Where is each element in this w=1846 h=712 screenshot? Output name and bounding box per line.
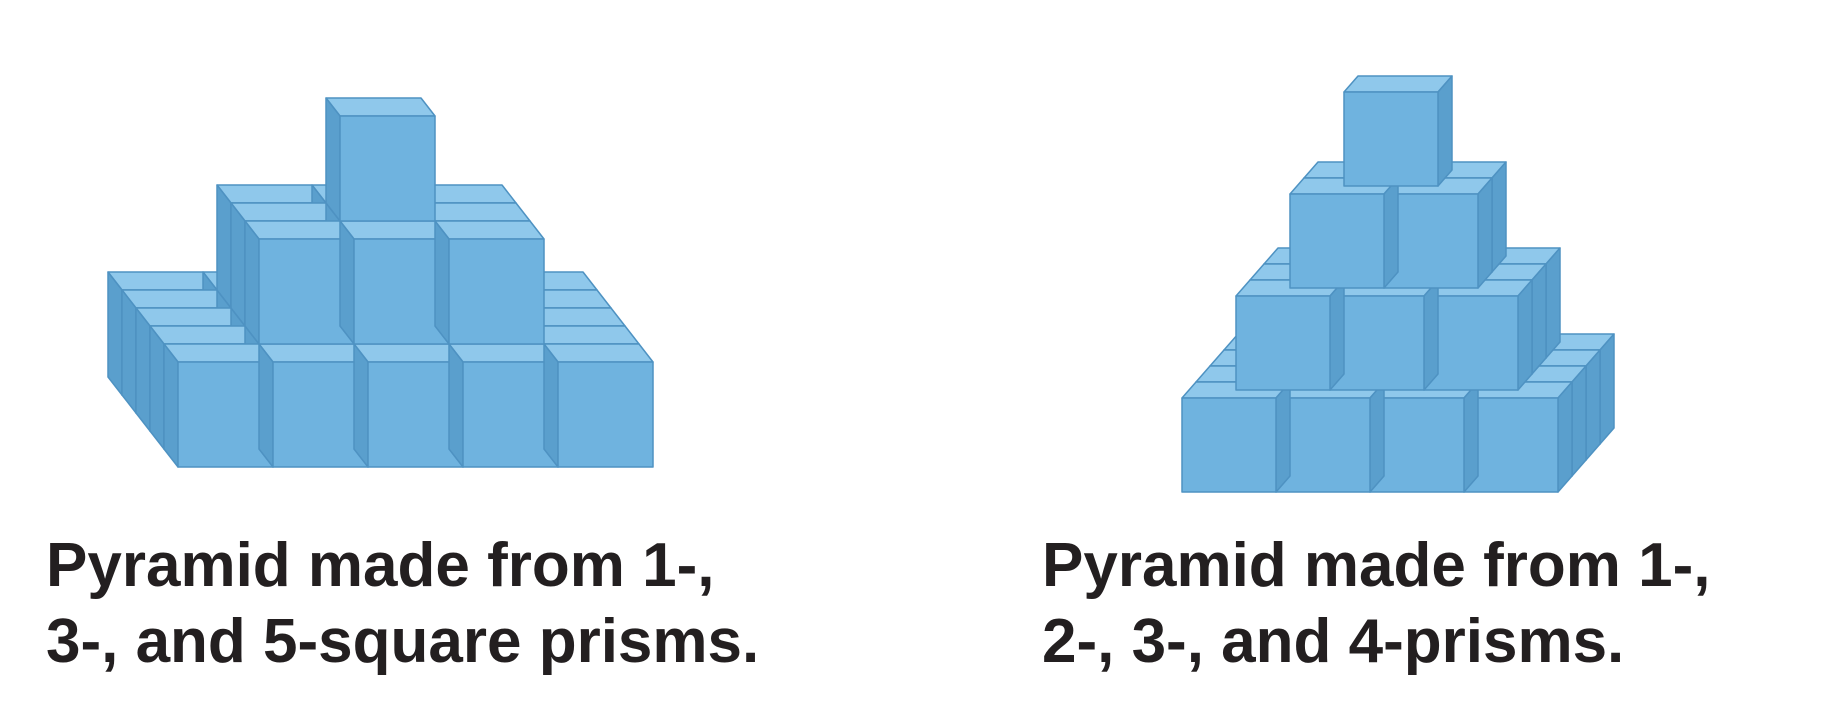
cube [163, 343, 274, 468]
pyramid-right-image [1181, 75, 1615, 493]
cube [244, 220, 355, 345]
cube [1289, 177, 1399, 289]
cube [1275, 381, 1385, 493]
cube [434, 220, 545, 345]
caption-left: Pyramid made from 1-, 3-, and 5-square p… [46, 528, 759, 680]
pyramid-left-image [107, 97, 654, 468]
cube [258, 343, 369, 468]
caption-right-line-2: 2-, 3-, and 4-prisms. [1042, 607, 1625, 676]
cube [1329, 279, 1439, 391]
cube [1463, 381, 1573, 493]
cube [353, 343, 464, 468]
cube [1383, 177, 1493, 289]
cube [1423, 279, 1533, 391]
caption-left-line-1: Pyramid made from 1-, [46, 531, 715, 600]
caption-right-line-1: Pyramid made from 1-, [1042, 531, 1711, 600]
caption-left-line-2: 3-, and 5-square prisms. [46, 607, 760, 676]
cube [448, 343, 559, 468]
cube [543, 343, 654, 468]
caption-right: Pyramid made from 1-, 2-, 3-, and 4-pris… [1042, 528, 1710, 680]
cube [1369, 381, 1479, 493]
cube [339, 220, 450, 345]
cube [1235, 279, 1345, 391]
cube [1181, 381, 1291, 493]
cube [1343, 75, 1453, 187]
cube [325, 97, 436, 222]
